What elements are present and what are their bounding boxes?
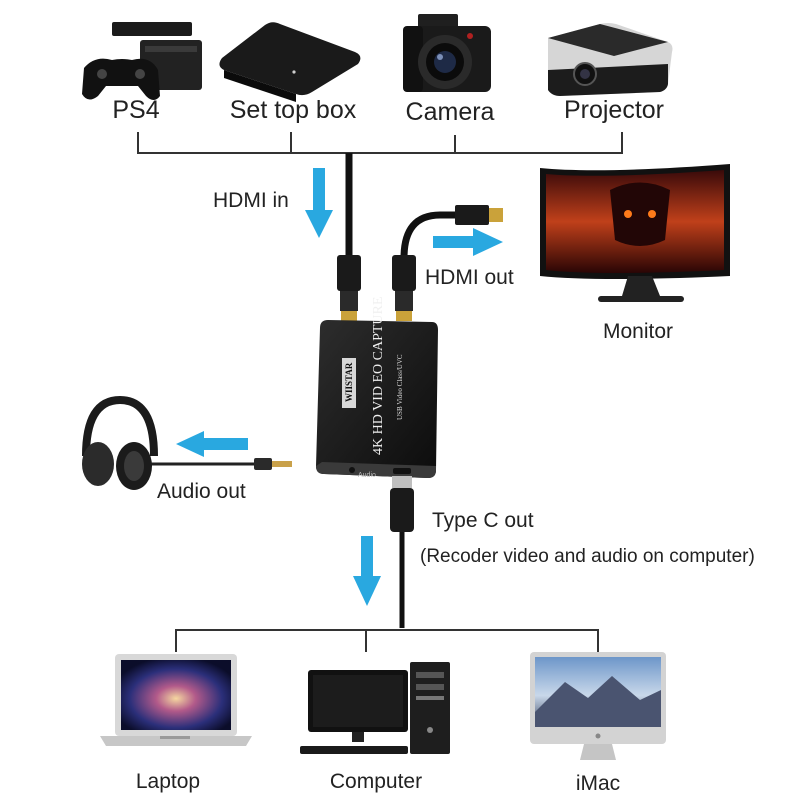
hdmi-in-arrow	[305, 168, 333, 238]
audio-out-label: Audio out	[157, 480, 246, 503]
projector-label: Projector	[564, 96, 664, 124]
hdmi-out-cable	[392, 205, 503, 321]
imac-device	[530, 652, 666, 760]
ps4-device	[82, 22, 202, 100]
camera-device	[403, 14, 491, 92]
computer-label: Computer	[330, 770, 422, 793]
audio-port-label: Audio	[358, 472, 376, 479]
hdmi-out-arrow	[433, 228, 503, 256]
hdmi-in-label: HDMI in	[213, 189, 289, 212]
laptop-label: Laptop	[136, 770, 200, 793]
usb-c-port	[393, 468, 411, 474]
type-c-cable	[390, 476, 414, 628]
brand-badge	[342, 358, 356, 408]
camera-label: Camera	[406, 98, 495, 126]
monitor-label: Monitor	[603, 320, 673, 343]
computer-device	[300, 662, 450, 754]
projector-device	[548, 23, 673, 96]
laptop-device	[100, 654, 252, 746]
projector-icon	[548, 23, 673, 96]
set-top-box-label: Set top box	[230, 96, 357, 124]
gamepad-icon	[82, 58, 160, 100]
model-text: 4K HD VID EO CAPTURE	[371, 297, 386, 455]
audio-cable	[150, 458, 292, 470]
audio-port	[349, 467, 355, 473]
camera-icon	[403, 14, 491, 92]
type-c-arrow	[353, 536, 381, 606]
type-c-note: (Recoder video and audio on computer)	[420, 546, 755, 567]
set-top-box-icon	[219, 22, 361, 102]
laptop-icon	[100, 654, 252, 746]
hdmi-in-cable	[337, 153, 361, 321]
set-top-box-device	[219, 22, 361, 102]
hdmi-out-label: HDMI out	[425, 266, 514, 289]
imac-label: iMac	[576, 772, 620, 795]
monitor-device	[540, 164, 730, 302]
destination-bus-line	[175, 629, 599, 652]
uvc-text: USB Video Class/UVC	[396, 354, 404, 420]
headphones-icon	[82, 395, 158, 490]
headphones-device	[82, 395, 158, 490]
source-bus-line	[137, 132, 623, 154]
brand-text: WIISTAR	[344, 362, 354, 402]
imac-icon	[530, 652, 666, 760]
audio-out-arrow	[176, 431, 248, 457]
monitor-icon	[540, 164, 730, 302]
desktop-computer-icon	[300, 662, 450, 754]
console-icon	[112, 22, 202, 90]
type-c-out-label: Type C out	[432, 509, 534, 532]
ps4-label: PS4	[112, 96, 159, 124]
capture-device: WIISTAR 4K HD VID EO CAPTURE USB Video C…	[316, 297, 438, 479]
